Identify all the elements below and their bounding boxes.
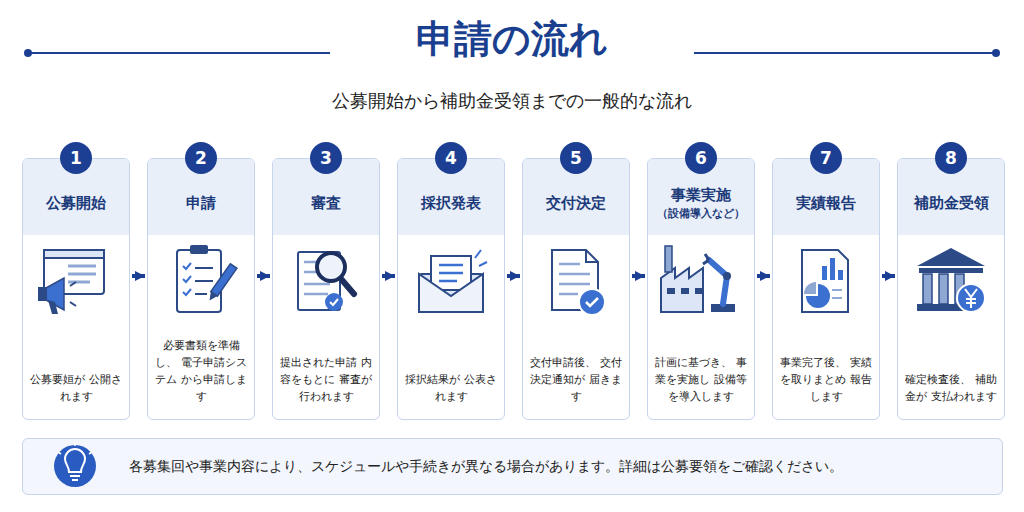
note-text: 各募集回や事業内容により、スケジュールや手続きが異なる場合があります。詳細は公募… bbox=[129, 458, 843, 476]
step-card: 8補助金受領確定検査後、 補助金が 支払われます bbox=[897, 158, 1005, 420]
step-description: 計画に基づき、 事業を実施し 設備等を導入します bbox=[648, 354, 754, 419]
step-heading: 公募開始 bbox=[46, 194, 106, 213]
clipboard-icon bbox=[177, 245, 237, 312]
step-heading: 補助金受領 bbox=[914, 194, 989, 213]
icon-space bbox=[773, 235, 879, 354]
step-description: 採択結果が 公表されます bbox=[398, 371, 504, 419]
step-heading: 申請 bbox=[186, 194, 216, 213]
note-ground bbox=[22, 438, 1003, 495]
step-subheading: （設備導入など） bbox=[657, 207, 745, 221]
step-card: 7実績報告事業完了後、 実績を取りまとめ 報告します bbox=[772, 158, 880, 420]
step-description: 事業完了後、 実績を取りまとめ 報告します bbox=[773, 354, 879, 419]
lightbulb-icon bbox=[54, 443, 96, 487]
flow-arrow bbox=[757, 274, 770, 278]
icon-space bbox=[148, 235, 254, 337]
step-heading: 採択発表 bbox=[421, 194, 481, 213]
step-card: 3審査提出された申請 内容をもとに 審査が行われます bbox=[272, 158, 380, 420]
icon-space bbox=[648, 235, 754, 354]
step-heading: 実績報告 bbox=[796, 194, 856, 213]
approval-icon bbox=[552, 250, 605, 315]
icon-space bbox=[523, 235, 629, 354]
step-heading: 交付決定 bbox=[546, 194, 606, 213]
step-description: 確定検査後、 補助金が 支払われます bbox=[898, 371, 1004, 419]
icon-space bbox=[273, 235, 379, 354]
step-number: 6 bbox=[685, 142, 717, 174]
step-number: 4 bbox=[435, 142, 467, 174]
icon-space bbox=[398, 235, 504, 371]
factory-icon bbox=[661, 246, 735, 312]
step-heading: 事業実施 bbox=[671, 186, 731, 205]
envelope-icon bbox=[419, 250, 487, 312]
step-description: 公募要姮が 公開されます bbox=[23, 371, 129, 419]
step-description: 交付申請後、 交付決定通知が 届きます bbox=[523, 354, 629, 419]
icon-space bbox=[23, 235, 129, 371]
bank-icon bbox=[917, 248, 985, 312]
step-number: 1 bbox=[60, 142, 92, 174]
step-description: 必要書類を準備し、 電子申請システム から申請します bbox=[148, 337, 254, 419]
step-card: 1公募開始公募要姮が 公開されます bbox=[22, 158, 130, 420]
step-card: 5交付決定交付申請後、 交付決定通知が 届きます bbox=[522, 158, 630, 420]
flow-arrow bbox=[132, 274, 145, 278]
flow-arrow bbox=[882, 274, 895, 278]
step-number: 5 bbox=[560, 142, 592, 174]
announcement-icon bbox=[38, 250, 104, 314]
step-number: 8 bbox=[935, 142, 967, 174]
step-card: 2申請必要書類を準備し、 電子申請システム から申請します bbox=[147, 158, 255, 420]
step-card: 4採択発表採択結果が 公表されます bbox=[397, 158, 505, 420]
step-number: 2 bbox=[185, 142, 217, 174]
note-box: 各募集回や事業内容により、スケジュールや手続きが異なる場合があります。詳細は公募… bbox=[22, 438, 1003, 495]
step-heading: 審査 bbox=[311, 194, 341, 213]
step-description: 提出された申請 内容をもとに 審査が行われます bbox=[273, 354, 379, 419]
review-icon bbox=[298, 252, 354, 311]
step-number: 3 bbox=[310, 142, 342, 174]
report-icon bbox=[802, 250, 848, 312]
flow-arrow bbox=[257, 274, 270, 278]
subtitle: 公募開始から補助金受領までの一般的な流れ bbox=[0, 89, 1024, 113]
flow-arrow bbox=[382, 274, 395, 278]
page-title: 申請の流れ bbox=[0, 14, 1024, 65]
flow-arrow bbox=[632, 274, 645, 278]
flow-arrow bbox=[507, 274, 520, 278]
step-number: 7 bbox=[810, 142, 842, 174]
icon-space bbox=[898, 235, 1004, 371]
step-card: 6事業実施（設備導入など）計画に基づき、 事業を実施し 設備等を導入します bbox=[647, 158, 755, 420]
